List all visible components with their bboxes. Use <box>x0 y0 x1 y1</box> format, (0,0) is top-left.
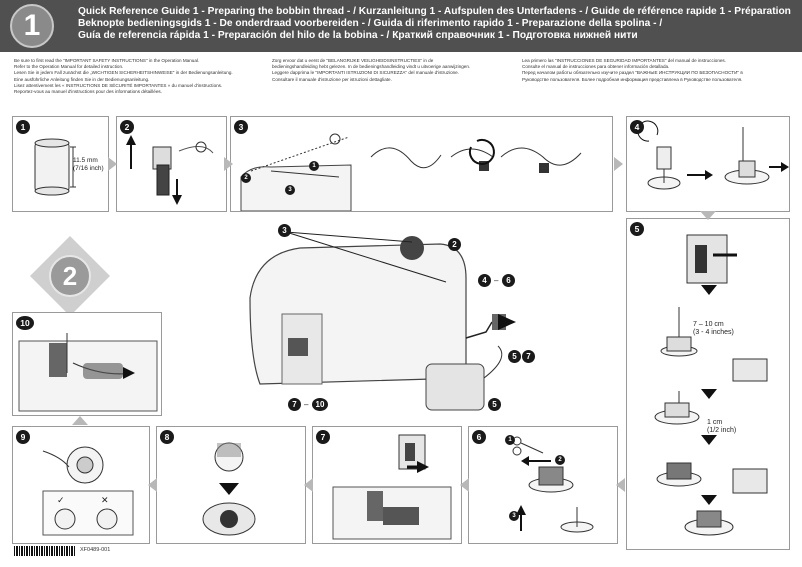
callout-2: 2 <box>241 173 251 183</box>
section-2-marker: 2 <box>30 236 110 316</box>
guide-title: Quick Reference Guide 1 - Preparing the … <box>78 6 794 43</box>
thread-length-label: 7 – 10 cm <box>693 321 724 328</box>
intro-column-2: Zorg ervoor dat u eerst de "BELANGRIJKE … <box>272 58 470 83</box>
intro-text: Consulte el manual de instrucciones para… <box>522 64 670 70</box>
step-5-badge: 5 <box>630 222 644 236</box>
barcode <box>14 546 76 556</box>
callout-3: 3 <box>509 511 519 521</box>
center-callout-2: 2 <box>448 238 461 251</box>
step-4-badge: 4 <box>630 120 644 134</box>
incorrect-icon: ✕ <box>101 495 109 505</box>
range-dash: – <box>304 400 309 409</box>
step-9-badge: 9 <box>16 430 30 444</box>
step-10-panel: 10 <box>12 312 162 416</box>
document-code: XF0489-001 <box>80 547 111 553</box>
step-6-badge: 6 <box>472 430 486 444</box>
flow-arrow-right-icon <box>614 157 623 171</box>
center-callout-5: 5 <box>508 350 521 363</box>
flow-arrow-left-icon <box>616 478 625 492</box>
intro-text: Eine ausführliche Anleitung finden Sie i… <box>14 76 150 82</box>
intro-text: Refer to the Operation Manual for detail… <box>14 64 124 70</box>
guide-title-line-2: Beknopte bedieningsgids 1 - De onderdraa… <box>78 18 663 30</box>
center-callout-10: 10 <box>312 398 328 411</box>
callout-3: 3 <box>285 185 295 195</box>
flow-arrow-left-icon <box>148 478 157 492</box>
intro-text: Be sure to first read the "IMPORTANT SAF… <box>14 58 200 63</box>
intro-text: Lisez attentivement les « INSTRUCTIONS D… <box>14 82 223 88</box>
threading-guide-illustration <box>240 133 582 211</box>
intro-text: Reportez-vous au manuel d'instructions p… <box>14 89 162 95</box>
guide-title-line-1: Quick Reference Guide 1 - Preparing the … <box>78 6 794 17</box>
intro-text: Руководстве пользователя. Более подробна… <box>522 76 743 82</box>
intro-text: Lea primero las "INSTRUCCIONES DE SEGURI… <box>522 58 726 63</box>
guide-title-line-3: Guía de referencia rápida 1 - Preparació… <box>78 30 638 42</box>
center-callout-6: 6 <box>502 274 515 287</box>
winding-steps-illustration <box>654 234 768 536</box>
bobbin-winder-illustration <box>637 120 789 190</box>
intro-text: Lesen Sie in jedem Fall zunächst die „WI… <box>14 70 233 76</box>
step-9-panel: 9 ✓ ✕ <box>12 426 150 544</box>
insert-bobbin-illustration <box>202 442 256 536</box>
flow-arrow-up-icon <box>72 416 88 425</box>
center-callout-4: 4 <box>478 274 491 287</box>
thread-length-inch-label: (3 - 4 inches) <box>693 329 734 336</box>
center-callout-7-range: 7 <box>288 398 301 411</box>
step-10-badge: 10 <box>16 316 34 330</box>
trim-length-inch-label: (1/2 inch) <box>707 427 737 434</box>
step-4-panel: 4 <box>626 116 790 212</box>
step-6-panel: 6 1 2 3 <box>468 426 618 544</box>
flow-arrow-right-icon <box>108 157 117 171</box>
step-1-panel: 1 11.5 mm (7/16 inch) <box>12 116 109 212</box>
step-2-badge: 2 <box>120 120 134 134</box>
step-5-panel: 5 7 – 10 cm (3 - 4 inches) 1 cm (1/2 inc… <box>626 218 790 550</box>
section-2-number: 2 <box>62 261 78 291</box>
center-callout-7: 7 <box>522 350 535 363</box>
callout-1: 1 <box>505 435 515 445</box>
sewing-machine-diagram <box>249 227 516 411</box>
step-7-badge: 7 <box>316 430 330 444</box>
cut-thread-illustration <box>512 436 594 533</box>
callout-2: 2 <box>555 455 565 465</box>
header-bar: 1 Quick Reference Guide 1 - Preparing th… <box>0 0 802 52</box>
correct-icon: ✓ <box>57 495 65 505</box>
bobbin-height-inch-label: (7/16 inch) <box>73 165 104 172</box>
intro-text: Consultare il manuale d'istruzione per i… <box>272 76 392 82</box>
intro-text: Leggere dapprima le "IMPORTANTI ISTRUZIO… <box>272 70 460 76</box>
spool-pin-illustration <box>126 135 214 205</box>
step-3-badge: 3 <box>234 120 248 134</box>
step-7-panel: 7 <box>312 426 462 544</box>
step-1-badge: 1 <box>16 120 30 134</box>
flow-arrow-left-icon <box>304 478 313 492</box>
center-callout-3: 3 <box>278 224 291 237</box>
bobbin-height-label: 11.5 mm <box>73 157 98 164</box>
intro-text: bedieningshandleiding hebt gelezen. In d… <box>272 64 471 70</box>
step-3-panel: 3 1 2 3 <box>230 116 613 212</box>
trim-length-label: 1 cm <box>707 419 723 426</box>
lower-thread-pull-illustration <box>18 333 158 412</box>
range-dash: – <box>494 276 499 285</box>
intro-column-1: Be sure to first read the "IMPORTANT SAF… <box>14 58 233 95</box>
guide-number-badge: 1 <box>10 4 54 48</box>
center-callout-5-pedal: 5 <box>488 398 501 411</box>
flow-arrow-left-icon <box>460 478 469 492</box>
bobbin-case-check-illustration <box>42 446 134 536</box>
step-8-panel: 8 <box>156 426 306 544</box>
intro-text: Перед началом работы обязательно изучите… <box>522 70 743 76</box>
intro-text: Zorg ervoor dat u eerst de "BELANGRIJKE … <box>272 58 434 63</box>
open-bobbin-cover-illustration <box>332 434 452 540</box>
flow-arrow-right-icon <box>224 157 233 171</box>
flow-arrow-down-icon <box>700 211 716 220</box>
intro-column-3: Lea primero las "INSTRUCCIONES DE SEGURI… <box>522 58 743 83</box>
step-8-badge: 8 <box>160 430 174 444</box>
step-2-panel: 2 <box>116 116 227 212</box>
bobbin-illustration <box>34 138 76 196</box>
callout-1: 1 <box>309 161 319 171</box>
section-2-chevron-icon <box>30 236 110 316</box>
